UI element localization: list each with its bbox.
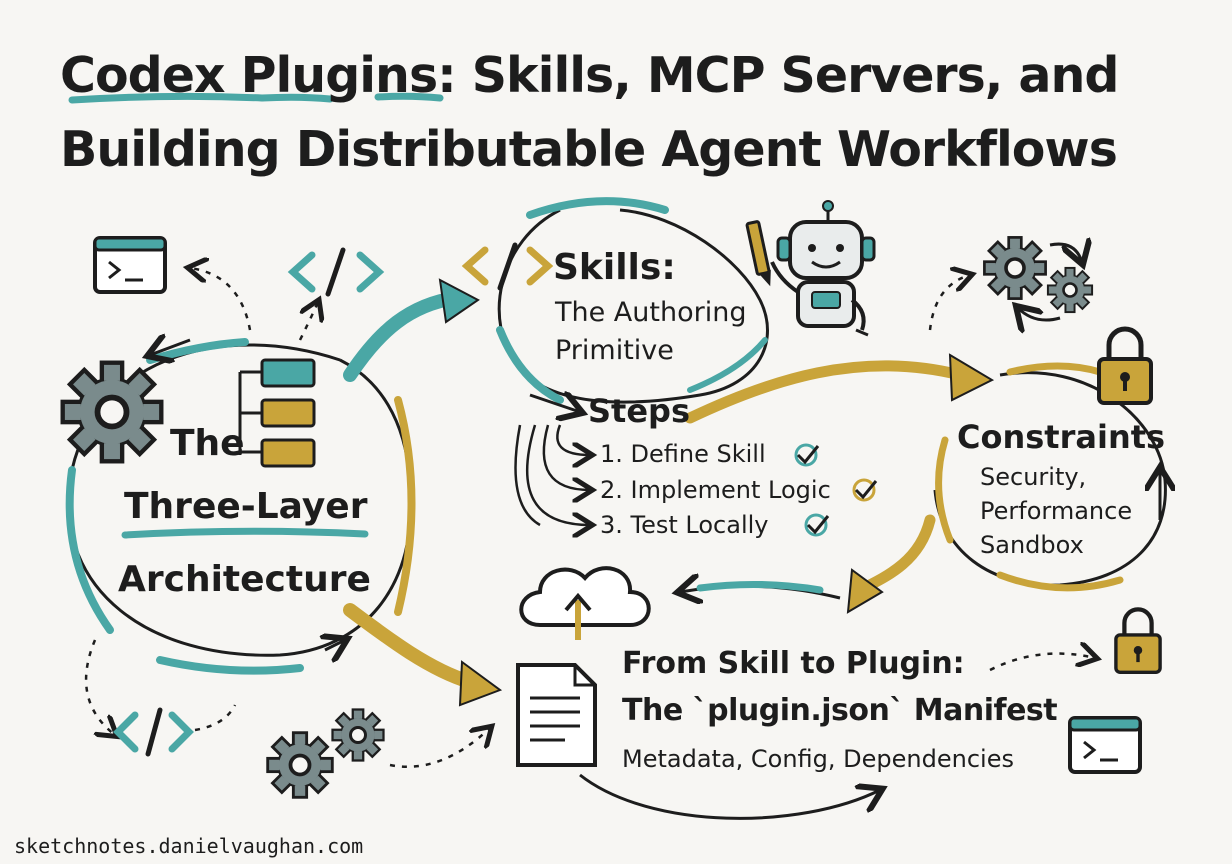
step-3: 3. Test Locally (600, 511, 769, 539)
architecture-line-2: Three-Layer (124, 486, 368, 527)
gear-icon (331, 708, 385, 762)
document-icon (516, 663, 597, 767)
skills-subtitle-line-1: The Authoring (555, 297, 747, 328)
steps-label: Steps (588, 392, 690, 430)
plugin-manifest: The `plugin.json` Manifest (622, 693, 1058, 728)
dotted-connectors (84, 268, 1095, 769)
code-brackets-icon (113, 707, 194, 757)
footer-site: sketchnotes.danielvaughan.com (14, 834, 364, 858)
padlock-icon (1099, 329, 1151, 403)
check-icon (804, 513, 830, 537)
architecture-line-3: Architecture (118, 559, 371, 600)
step-2: 2. Implement Logic (600, 476, 831, 504)
plugin-details: Metadata, Config, Dependencies (622, 745, 1014, 773)
three-layer-underline (121, 527, 369, 539)
page-title-line-2: Building Distributable Agent Workflows (60, 121, 1118, 178)
constraints-heading: Constraints (957, 418, 1166, 456)
skills-loop (496, 197, 769, 412)
constraints-line-1: Security, (980, 463, 1087, 491)
terminal-icon (1068, 716, 1142, 774)
steps-arrows (514, 424, 591, 525)
skills-subtitle-line-2: Primitive (555, 335, 674, 366)
title-underlines (68, 92, 444, 104)
gear-icon (1046, 266, 1094, 314)
constraints-loop (933, 362, 1165, 592)
skills-heading: Skills: (553, 247, 676, 288)
code-brackets-icon (287, 247, 385, 297)
check-icon (852, 478, 878, 502)
gear-cycle-arrow (1049, 244, 1082, 262)
padlock-icon (1116, 609, 1160, 672)
plugin-heading: From Skill to Plugin: (622, 646, 965, 681)
terminal-icon (93, 236, 167, 294)
architecture-line-1: The (170, 423, 245, 464)
gear-icon (63, 363, 162, 462)
gear-icon (265, 730, 335, 800)
flow-arrows (343, 278, 995, 820)
step-1: 1. Define Skill (600, 440, 766, 468)
flowchart-icon (238, 358, 316, 468)
page-title-line-1: Codex Plugins: Skills, MCP Servers, and (60, 47, 1119, 104)
constraints-line-3: Sandbox (980, 531, 1084, 559)
gear-cycle-arrow (1018, 308, 1061, 320)
check-icon (794, 443, 820, 467)
gear-icon (982, 235, 1048, 301)
code-brackets-icon (461, 242, 554, 291)
cloud-upload-icon (519, 566, 651, 640)
constraints-line-2: Performance (980, 497, 1133, 525)
robot-icon (745, 200, 876, 337)
